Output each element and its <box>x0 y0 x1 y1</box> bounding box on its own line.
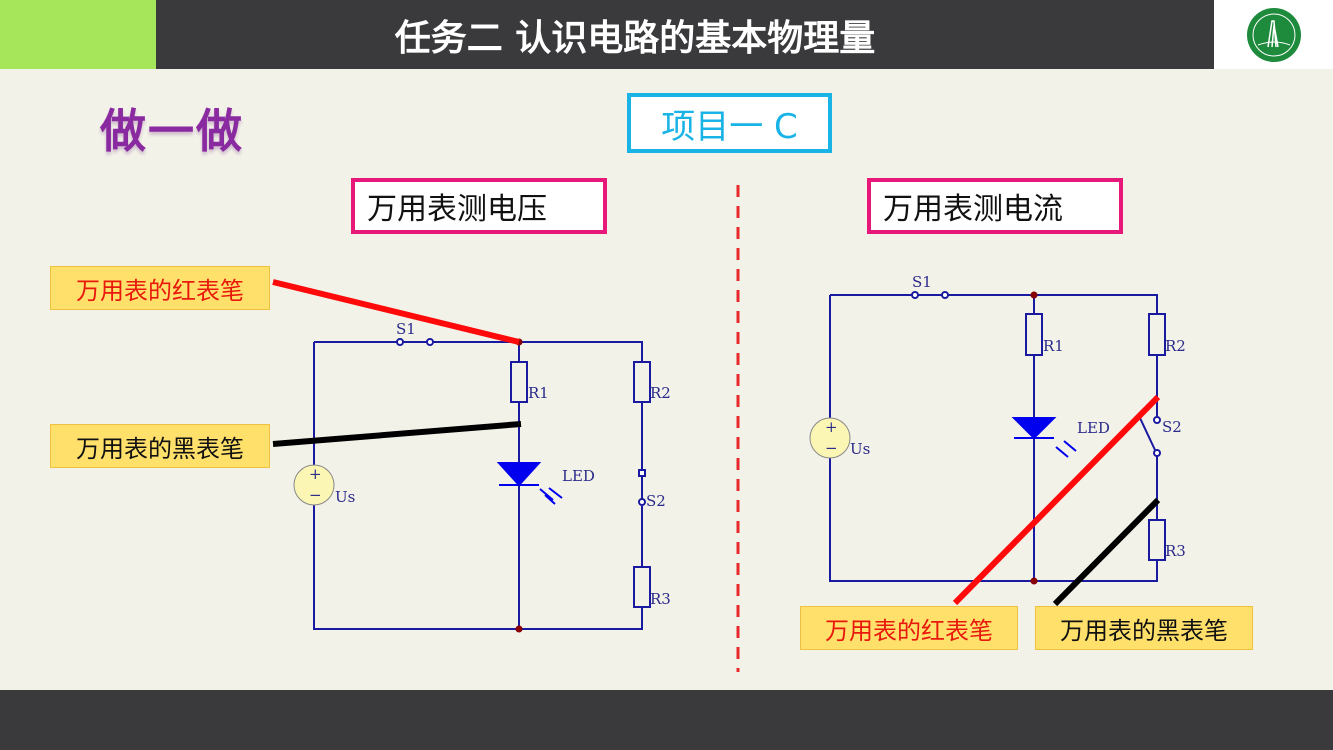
page-title: 任务二 认识电路的基本物理量 <box>394 17 876 59</box>
label-r3: R3 <box>650 590 671 608</box>
black-probe-label: 万用表的黑表笔 <box>1035 606 1253 650</box>
label-r1: R1 <box>528 384 549 402</box>
school-logo <box>1214 0 1333 69</box>
resistor-r1 <box>510 361 528 403</box>
label-plus: + <box>309 465 322 483</box>
current-measure-title: 万用表测电流 <box>867 178 1123 234</box>
label-led: LED <box>1077 419 1110 437</box>
label-led: LED <box>562 467 595 485</box>
section-heading: 做一做 <box>100 104 244 158</box>
red-probe-label: 万用表的红表笔 <box>800 606 1018 650</box>
header-accent <box>0 0 156 69</box>
current-circuit <box>809 291 1166 585</box>
black-probe-wire <box>1052 497 1161 607</box>
label-us: Us <box>335 488 355 506</box>
red-probe-wire <box>272 279 520 345</box>
voltage-measure-title: 万用表测电压 <box>351 178 607 234</box>
black-probe-wire <box>272 421 522 447</box>
black-probe-label: 万用表的黑表笔 <box>50 424 270 468</box>
resistor-r3 <box>633 566 651 608</box>
label-r2: R2 <box>650 384 671 402</box>
label-s1: S1 <box>912 273 932 291</box>
label-r2: R2 <box>1165 337 1186 355</box>
footer-bar <box>0 690 1333 750</box>
red-probe-wire <box>952 394 1161 606</box>
label-r1: R1 <box>1043 337 1064 355</box>
label-s1: S1 <box>396 320 416 338</box>
project-label: 项目一 C <box>627 93 832 153</box>
header-bar: 任务二 认识电路的基本物理量 <box>156 0 1214 69</box>
voltage-circuit <box>293 338 651 633</box>
label-s2: S2 <box>1162 418 1182 436</box>
label-minus: − <box>309 486 322 504</box>
label-s2: S2 <box>646 492 666 510</box>
label-plus: + <box>825 418 838 436</box>
seal-icon <box>1246 7 1301 62</box>
resistor-r2 <box>633 361 651 403</box>
label-us: Us <box>850 440 870 458</box>
red-probe-label: 万用表的红表笔 <box>50 266 270 310</box>
label-minus: − <box>825 439 838 457</box>
label-r3: R3 <box>1165 542 1186 560</box>
